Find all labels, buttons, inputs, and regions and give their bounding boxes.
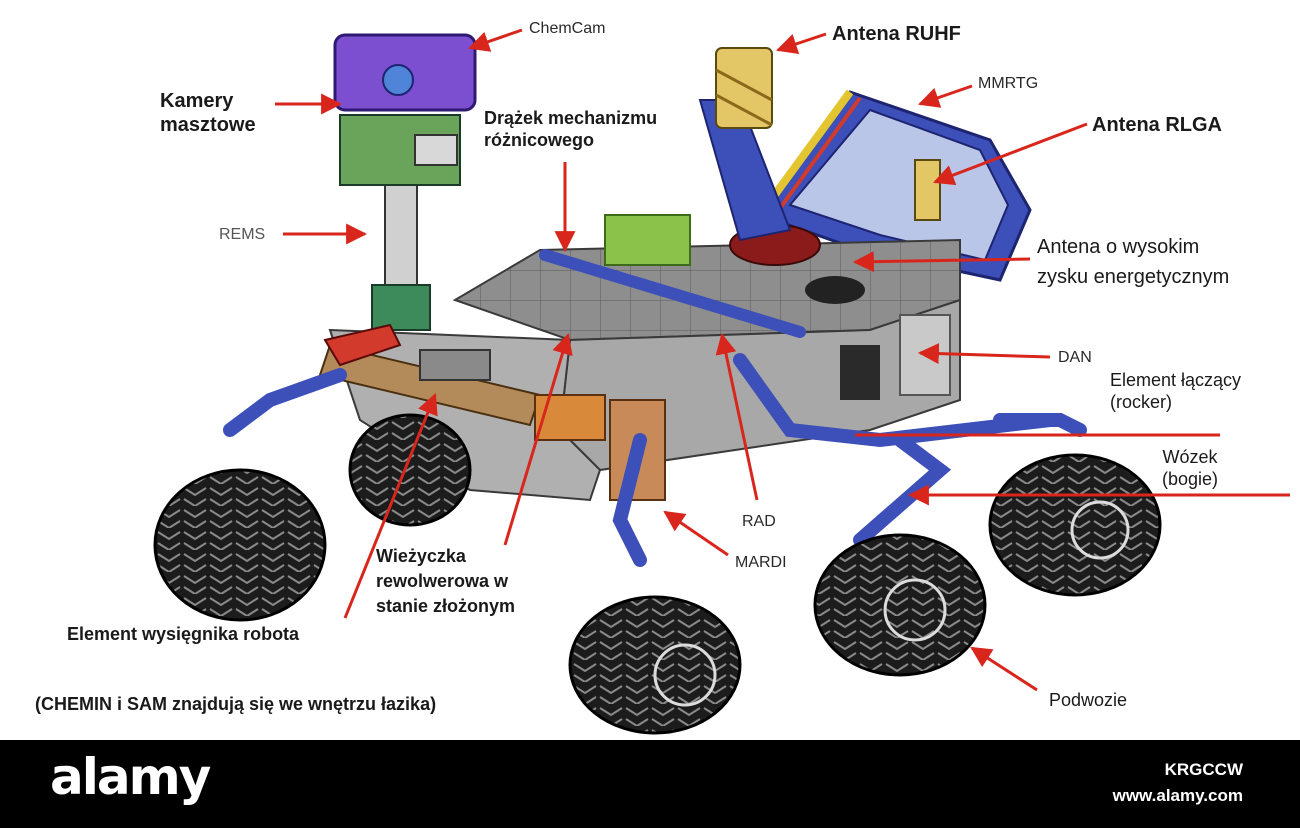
arrow-chemcam	[468, 28, 523, 52]
callout-arrows	[275, 28, 1290, 692]
label-turret-line-3: stanie złożonym	[376, 596, 516, 617]
label-drazek-line-2: różnicowego	[484, 129, 595, 150]
remote-sensing-mast	[333, 33, 477, 331]
label-rad: RAD	[742, 513, 776, 530]
wheel-front-left	[153, 468, 327, 622]
wheel-rear-right	[988, 453, 1162, 597]
ruhf-antenna	[698, 47, 792, 242]
green-payload	[604, 214, 691, 266]
label-kamery-line-2: masztowe	[160, 114, 256, 137]
label-turret-line-2: rewolwerowa w	[376, 571, 509, 592]
label-dan: DAN	[1058, 349, 1092, 366]
arrow-rlga	[933, 122, 1088, 186]
label-antena-wysokim-zysku: Antena o wysokim zysku energetycznym	[1037, 232, 1287, 292]
label-bogie-line-2: (bogie)	[1162, 468, 1219, 489]
label-antena-rlga: Antena RLGA	[1092, 114, 1222, 136]
arrow-mardi	[663, 510, 729, 557]
label-antena-ruhf: Antena RUHF	[832, 23, 961, 45]
label-rocker: Element łączący (rocker)	[1110, 370, 1241, 414]
differential-bar	[539, 249, 806, 338]
label-chemin-sam-note: (CHEMIN i SAM znajdują się we wnętrzu ła…	[35, 694, 437, 714]
label-drazek-mechanizmu: Drążek mechanizmu różnicowego	[484, 108, 706, 152]
arrow-rad	[715, 332, 759, 501]
arrow-turret	[503, 332, 573, 546]
rover-illustration	[153, 28, 1290, 735]
label-antena-hg-line-1: Antena o wysokim	[1037, 236, 1200, 258]
label-bogie-line-1: Wózek	[1162, 447, 1218, 467]
label-rocker-line-2: (rocker)	[1110, 391, 1172, 412]
arrow-podwozie	[970, 646, 1038, 692]
arrow-arm	[343, 393, 438, 619]
label-antena-hg-line-2: zysku energetycznym	[1037, 266, 1230, 288]
rlga-antenna	[914, 159, 941, 221]
suspension	[223, 353, 1087, 567]
wheel-front-right	[568, 595, 742, 735]
arrow-ruhf	[776, 32, 827, 54]
label-kamery-line-1: Kamery	[160, 90, 234, 112]
watermark-bar: alamy KRGCCW www.alamy.com	[0, 740, 1300, 828]
label-drazek-line-1: Drążek mechanizmu	[484, 108, 658, 128]
wheel-middle-right	[813, 533, 987, 677]
label-podwozie: Podwozie	[1049, 690, 1128, 710]
label-rems: REMS	[219, 226, 266, 243]
label-mardi: MARDI	[735, 554, 787, 571]
mmrtg-radiator	[756, 89, 1032, 282]
label-bogie: Wózek (bogie)	[1162, 447, 1218, 491]
arrow-mmrtg	[918, 84, 973, 108]
arrow-antena-hg	[852, 251, 1031, 273]
label-element-wysiegnika: Element wysięgnika robota	[67, 624, 300, 644]
antenna-mount	[805, 276, 865, 304]
label-rocker-line-1: Element łączący	[1110, 370, 1242, 390]
label-turret-line-1: Wieżyczka	[376, 546, 466, 566]
label-mmrtg: MMRTG	[978, 75, 1039, 92]
watermark-image-id: KRGCCW	[1164, 760, 1243, 779]
wheel-middle-left	[348, 413, 472, 527]
label-wiezyczka: Wieżyczka rewolwerowa w stanie złożonym	[376, 544, 515, 620]
arrow-dan	[917, 343, 1051, 365]
label-chemcam: ChemCam	[529, 20, 606, 37]
watermark-site: www.alamy.com	[1112, 786, 1243, 805]
watermark-brand: alamy	[50, 748, 211, 806]
label-kamery-masztowe: Kamery masztowe	[160, 89, 256, 138]
wheels	[153, 413, 1162, 735]
